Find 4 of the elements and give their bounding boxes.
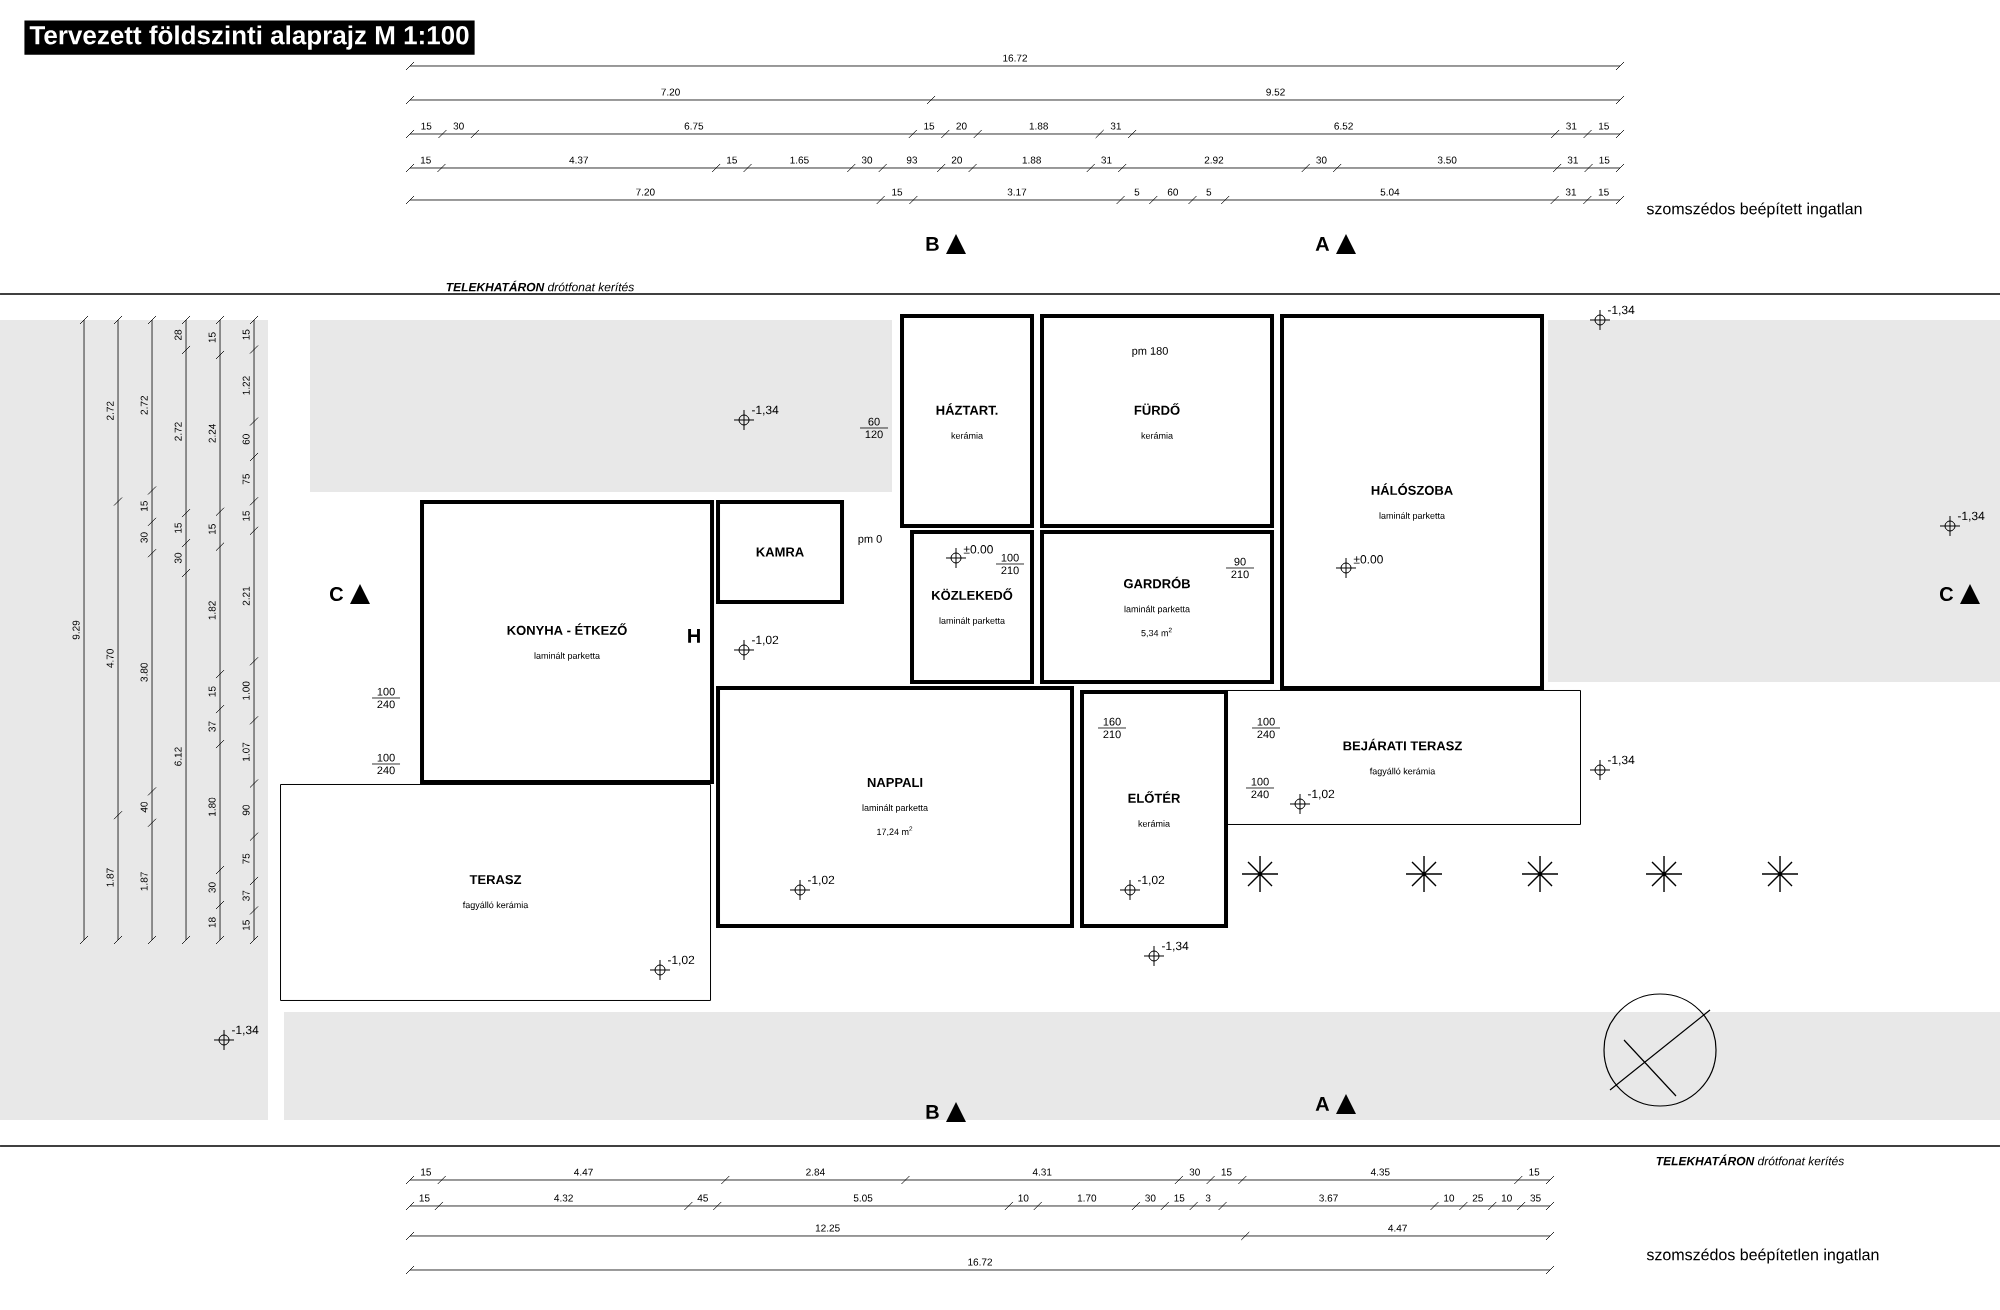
title: Tervezett földszinti alaprajz M 1:100 (24, 20, 475, 55)
neighbor-label: szomszédos beépített ingatlan (1646, 202, 1862, 218)
symbol-label: H (688, 629, 700, 643)
neighbor-label: szomszédos beépítetlen ingatlan (1646, 1248, 1879, 1264)
